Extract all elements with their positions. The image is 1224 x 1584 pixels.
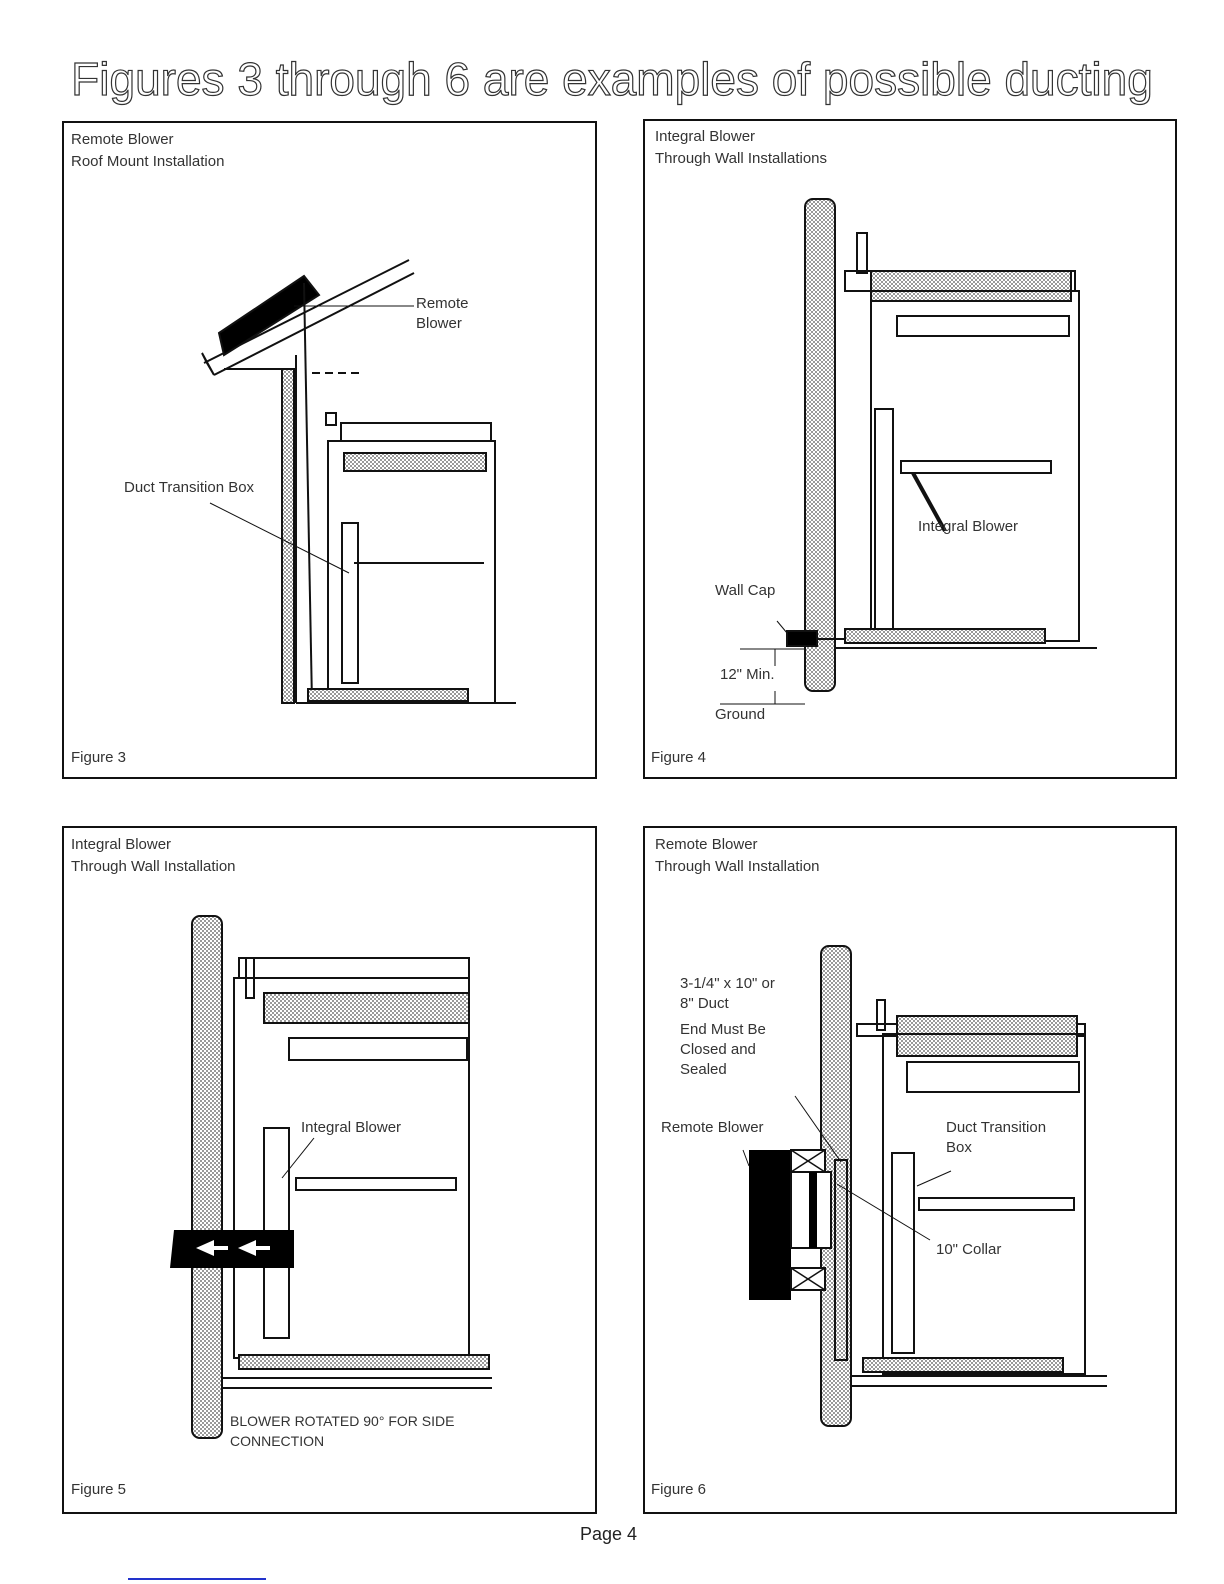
figure-4-panel: Integral Blower Through Wall Installatio… xyxy=(643,119,1177,779)
figure-5-heading-line1: Integral Blower xyxy=(71,836,172,853)
figure-6-drawing xyxy=(742,945,1107,1427)
figure-3-caption: Figure 3 xyxy=(71,749,127,766)
page-number: Page 4 xyxy=(580,1524,638,1544)
figure-3-callout-duct-transition: Duct Transition Box xyxy=(124,479,255,496)
figure-3-callout-blower: Blower xyxy=(416,315,462,332)
figure-4-callout-wall-cap: Wall Cap xyxy=(715,582,776,599)
figure-3-heading-line2: Roof Mount Installation xyxy=(71,153,225,170)
figure-3-drawing xyxy=(201,259,516,704)
figure-3-panel: Remote Blower Roof Mount Installation xyxy=(62,121,597,779)
figure-4-callout-12in-min: 12" Min. xyxy=(720,666,775,683)
figure-5-caption: Figure 5 xyxy=(71,1481,127,1498)
link-underline[interactable] xyxy=(128,1578,266,1580)
figure-4-callout-integral-blower: Integral Blower xyxy=(918,518,1019,535)
figure-3-callout-remote: Remote xyxy=(416,295,469,312)
page-title: Figures 3 through 6 are examples of poss… xyxy=(71,52,1154,105)
figure-5-callout-integral-blower: Integral Blower xyxy=(301,1119,402,1136)
figure-6-callout-closed-and: Closed and xyxy=(680,1041,756,1058)
figure-5-panel: Integral Blower Through Wall Installatio… xyxy=(62,826,597,1514)
figure-4-caption: Figure 4 xyxy=(651,749,707,766)
figure-6-callout-sealed: Sealed xyxy=(680,1061,727,1078)
figure-4-heading: Integral Blower Through Wall Installatio… xyxy=(655,126,827,170)
figure-3-heading-line1: Remote Blower xyxy=(71,131,174,148)
figure-5-heading: Integral Blower Through Wall Installatio… xyxy=(71,834,236,878)
figure-6-heading: Remote Blower Through Wall Installation xyxy=(655,834,820,878)
airflow-arrows xyxy=(170,1230,294,1268)
figure-6-heading-line1: Remote Blower xyxy=(655,836,758,853)
figure-5-callout-connection: CONNECTION xyxy=(230,1433,325,1449)
figure-4-heading-line1: Integral Blower xyxy=(655,128,756,145)
figure-5-callout-rotated: BLOWER ROTATED 90° FOR SIDE xyxy=(230,1413,455,1429)
remote-blower-wall xyxy=(749,1149,832,1300)
figure-6-callout-duct-transition: Duct Transition xyxy=(946,1119,1047,1136)
figure-6-callout-remote-blower: Remote Blower xyxy=(661,1119,764,1136)
figure-4-drawing xyxy=(720,198,1097,705)
figure-6-panel: Remote Blower Through Wall Installation xyxy=(643,826,1177,1514)
figure-4-heading-line2: Through Wall Installations xyxy=(655,150,828,167)
figure-6-callout-box: Box xyxy=(946,1139,972,1156)
figure-5-drawing xyxy=(170,915,492,1439)
figure-5-heading-line2: Through Wall Installation xyxy=(71,858,236,875)
figure-6-callout-10in-collar: 10" Collar xyxy=(936,1241,1002,1258)
figure-4-callout-ground: Ground xyxy=(715,706,766,723)
figure-6-callout-duct-size-1: 3-1/4" x 10" or xyxy=(680,975,775,992)
figure-6-caption: Figure 6 xyxy=(651,1481,707,1498)
figure-6-heading-line2: Through Wall Installation xyxy=(655,858,820,875)
figure-6-callout-end-must-be: End Must Be xyxy=(680,1021,766,1038)
roof-blower xyxy=(217,274,321,357)
figure-6-callout-duct-size-2: 8" Duct xyxy=(680,995,729,1012)
figure-3-heading: Remote Blower Roof Mount Installation xyxy=(71,129,224,173)
